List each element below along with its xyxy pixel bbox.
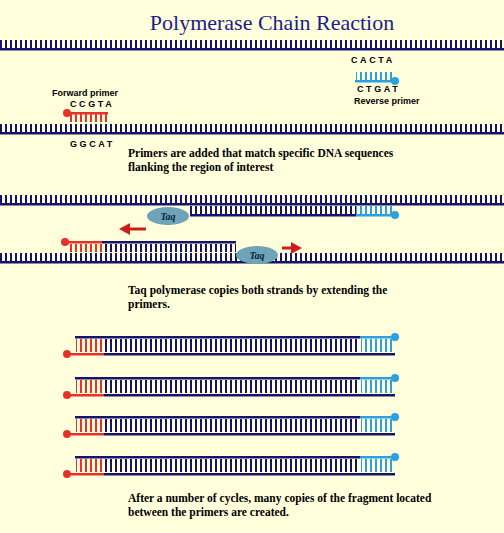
primer-end-dot (63, 109, 71, 117)
base-ticks (102, 244, 236, 252)
sequence-label: CCGTA (70, 99, 114, 109)
strand-backbone (104, 353, 395, 356)
base-ticks (0, 195, 504, 203)
sequence-label: CTGAT (357, 84, 400, 94)
base-ticks (190, 206, 356, 214)
primer-end-dot (63, 391, 71, 399)
base-ticks (76, 459, 104, 472)
primer-end-dot (61, 238, 69, 246)
direction-arrow (282, 242, 302, 254)
arrow-head (291, 242, 302, 254)
dna-strands (0, 40, 504, 478)
base-ticks (361, 459, 393, 472)
strand-backbone (104, 394, 395, 397)
strand-backbone (360, 336, 395, 339)
step-caption: After a number of cycles, many copies of… (128, 491, 450, 519)
diagram-title: Polymerase Chain Reaction (0, 10, 504, 36)
base-ticks (0, 124, 504, 132)
strand-backbone (360, 456, 395, 459)
strand-backbone (68, 473, 104, 476)
strand-backbone (68, 394, 104, 397)
strand-backbone (68, 353, 104, 356)
base-ticks (356, 206, 393, 214)
primer-label: Forward primer (52, 88, 118, 98)
strand-backbone (68, 433, 104, 436)
base-ticks (361, 380, 393, 393)
base-ticks (70, 244, 102, 252)
base-ticks (76, 419, 104, 432)
base-ticks (104, 380, 360, 393)
base-ticks (356, 72, 393, 80)
strand-backbone (68, 241, 102, 244)
strand-backbone (104, 473, 395, 476)
strand-backbone (75, 416, 360, 419)
sequence-label: GGCAT (70, 139, 115, 149)
strand-backbone (190, 214, 356, 217)
base-ticks (361, 419, 393, 432)
strand-backbone (360, 416, 395, 419)
sequence-label: CACTA (351, 55, 395, 65)
base-ticks (0, 40, 504, 48)
primer-label: Reverse primer (354, 96, 420, 106)
base-ticks (104, 459, 360, 472)
strand-backbone (0, 203, 504, 206)
strand-backbone (75, 377, 360, 380)
base-ticks (76, 339, 104, 352)
base-ticks (104, 339, 360, 352)
strand-backbone (360, 377, 395, 380)
strand-backbone (75, 336, 360, 339)
primer-end-dot (63, 430, 71, 438)
primer-end-dot (63, 350, 71, 358)
arrow-shaft (128, 228, 146, 231)
strand-backbone (75, 456, 360, 459)
base-ticks (104, 419, 360, 432)
direction-arrow (119, 223, 146, 235)
strand-backbone (0, 132, 504, 135)
taq-enzyme: Taq (236, 246, 278, 264)
taq-enzyme: Taq (147, 207, 189, 225)
base-ticks (361, 339, 393, 352)
arrow-head (119, 223, 130, 235)
base-ticks (76, 380, 104, 393)
enzyme-label: Taq (160, 211, 175, 222)
enzyme-label: Taq (249, 250, 264, 261)
base-ticks (70, 114, 108, 122)
strand-backbone (104, 433, 395, 436)
arrow-shaft (282, 247, 292, 250)
primer-end-dot (63, 470, 71, 478)
primer-end-dot (391, 211, 399, 219)
strand-backbone (356, 214, 395, 217)
strand-backbone (0, 48, 504, 51)
step-caption: Taq polymerase copies both strands by ex… (128, 283, 418, 311)
strand-backbone (355, 80, 395, 83)
primer-end-dot (391, 77, 399, 85)
strand-backbone (102, 241, 236, 244)
step-caption: Primers are added that match specific DN… (128, 146, 396, 174)
